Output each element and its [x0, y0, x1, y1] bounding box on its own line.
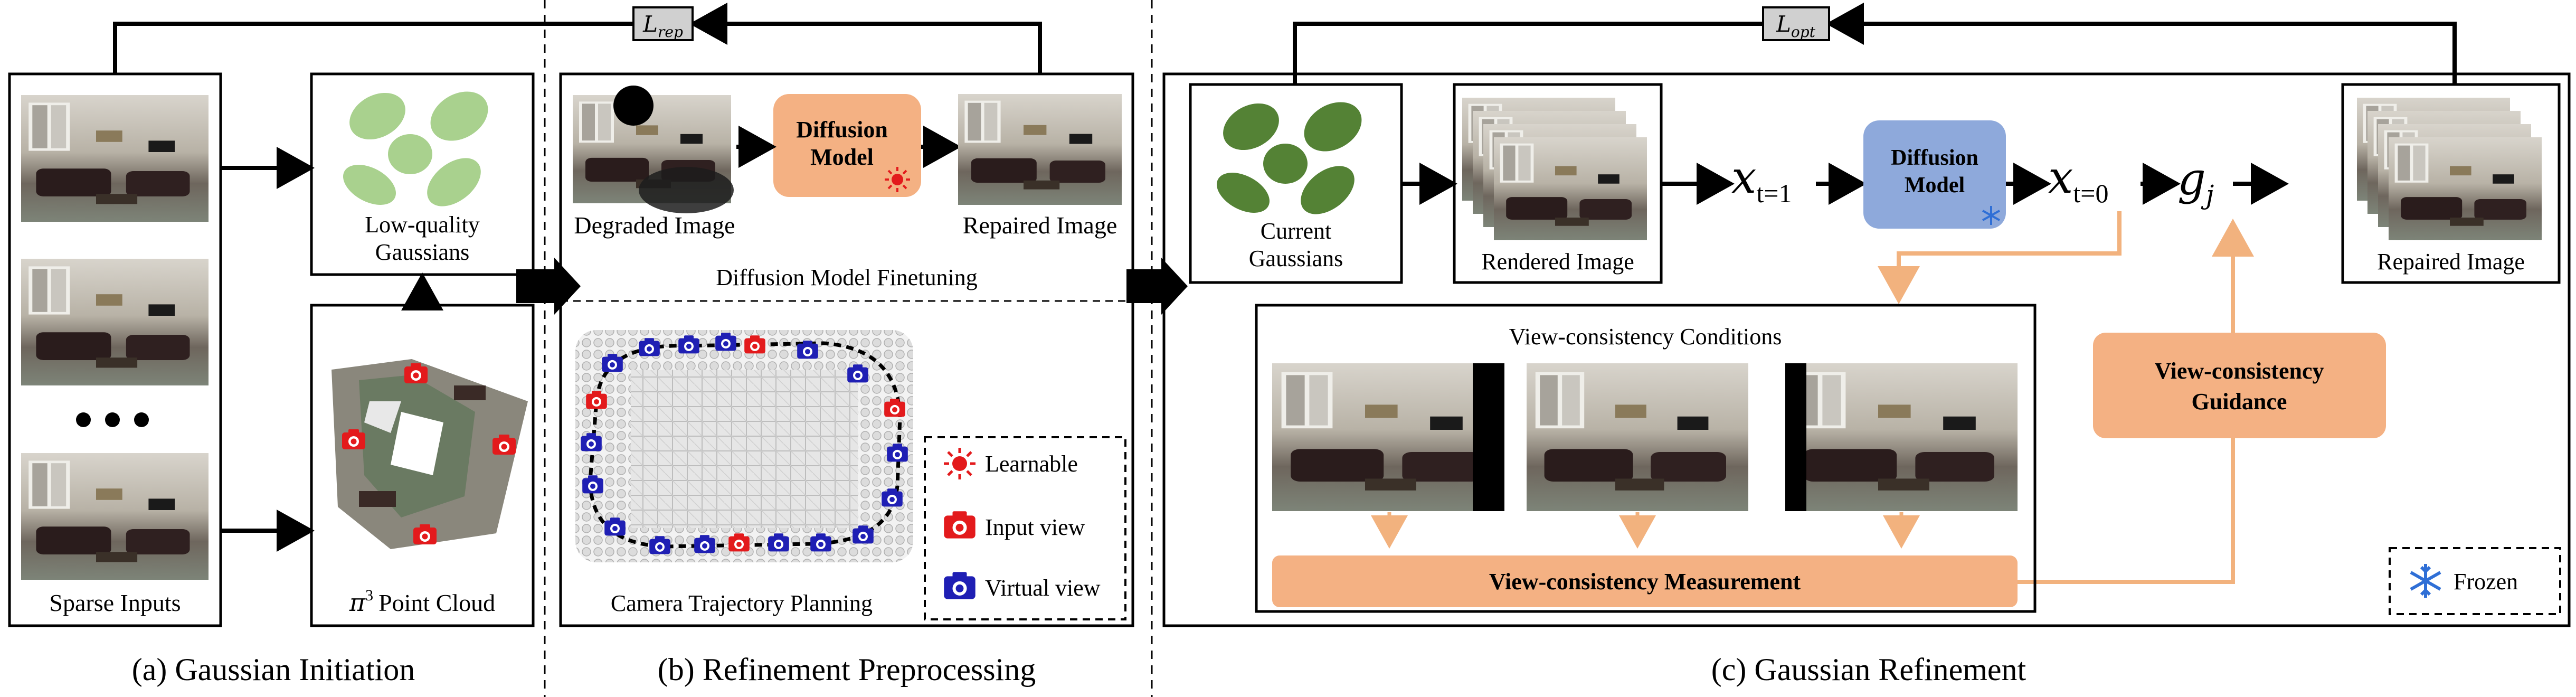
- lrep-line-right: [689, 3, 1042, 74]
- repaired-label-b: Repaired Image: [963, 212, 1117, 239]
- sparse-input-image-2: [21, 259, 209, 385]
- lopt-box: [1762, 6, 1830, 41]
- condition-image-2: [1527, 363, 1748, 511]
- x-t0-label: xt=0: [2048, 152, 2108, 208]
- condition-image-1: [1272, 363, 1504, 511]
- repaired-label-c: Repaired Image: [2377, 249, 2525, 275]
- low-quality-label-line2: Gaussians: [375, 239, 469, 265]
- point-cloud-image: [332, 359, 528, 549]
- caption-c: (c) Gaussian Refinement: [1711, 652, 2026, 687]
- frozen-legend-label: Frozen: [2454, 569, 2518, 595]
- finetune-label: Diffusion Model Finetuning: [716, 265, 977, 290]
- panel-c-box: [1162, 72, 2571, 627]
- diffusion-c-label-2: Model: [1905, 173, 1965, 197]
- low-quality-gaussians-icon: [343, 91, 488, 206]
- diffusion-model-box-b: [773, 94, 921, 197]
- frozen-legend-box: [2389, 547, 2561, 615]
- current-gaussians-label-2: Gaussians: [1249, 246, 1343, 271]
- diffusion-b-label-2: Model: [810, 144, 874, 170]
- frozen-snowflake-icon: [1982, 206, 2000, 225]
- learnable-sun-icon: [885, 167, 910, 192]
- x-t1-label: xt=1: [1731, 152, 1792, 208]
- g-j-label: gj: [2177, 153, 2214, 210]
- lopt-label: Lopt: [1776, 11, 1816, 41]
- legend-learnable-icon: [944, 448, 976, 479]
- legend-input-view-label: Input view: [985, 514, 1085, 540]
- guidance-box: [2093, 333, 2386, 438]
- pi-symbol: π: [349, 588, 366, 617]
- lrep-label: Lrep: [642, 11, 683, 41]
- sparse-inputs-label: Sparse Inputs: [49, 589, 181, 616]
- sparse-input-image-3: [21, 453, 209, 580]
- degraded-image: [573, 86, 734, 213]
- pi-superscript: 3: [365, 587, 373, 604]
- orange-arrow-xt0-to-conditions: [1878, 211, 2122, 304]
- measurement-label: View-consistency Measurement: [1489, 569, 1801, 595]
- legend-learnable-label: Learnable: [985, 451, 1078, 477]
- panel-b-box: [559, 72, 1134, 627]
- low-quality-label-line1: Low-quality: [365, 212, 480, 238]
- conditions-label: View-consistency Conditions: [1509, 324, 1782, 350]
- rendered-label: Rendered Image: [1481, 249, 1634, 275]
- trajectory-label: Camera Trajectory Planning: [611, 590, 873, 616]
- rendered-image-stack: [1462, 98, 1647, 240]
- sparse-input-image-1: [21, 95, 209, 222]
- caption-b: (b) Refinement Preprocessing: [658, 652, 1036, 687]
- condition-image-3: [1785, 363, 2018, 511]
- legend-virtual-view-label: Virtual view: [985, 575, 1101, 601]
- lopt-line-left: [1293, 22, 1763, 84]
- trajectory-point-cloud: [575, 330, 913, 562]
- frozen-legend-snowflake-icon: [2410, 564, 2441, 598]
- guidance-label-2: Guidance: [2192, 389, 2287, 415]
- repaired-image-box-c: [2341, 83, 2561, 284]
- diffusion-model-box-c: [1863, 120, 2006, 229]
- repaired-image-b: [958, 94, 1122, 205]
- repaired-image-stack: [2357, 98, 2542, 240]
- lrep-line-left: [113, 22, 633, 74]
- current-gaussians-icon: [1217, 102, 1362, 214]
- lopt-line-right: [1826, 3, 2457, 84]
- block-arrow-b-to-c: [1126, 258, 1188, 315]
- lrep-box: [632, 6, 694, 41]
- degraded-label: Degraded Image: [574, 212, 735, 239]
- ellipsis-dots: [76, 412, 149, 427]
- guidance-label-1: View-consistency: [2155, 358, 2324, 384]
- diffusion-b-label-1: Diffusion: [796, 117, 888, 143]
- current-gaussians-label-1: Current: [1261, 218, 1331, 244]
- measurement-bar: [1272, 555, 2018, 607]
- caption-a: (a) Gaussian Initiation: [132, 652, 415, 687]
- conditions-box: [1255, 304, 2037, 613]
- diffusion-c-label-1: Diffusion: [1891, 146, 1978, 170]
